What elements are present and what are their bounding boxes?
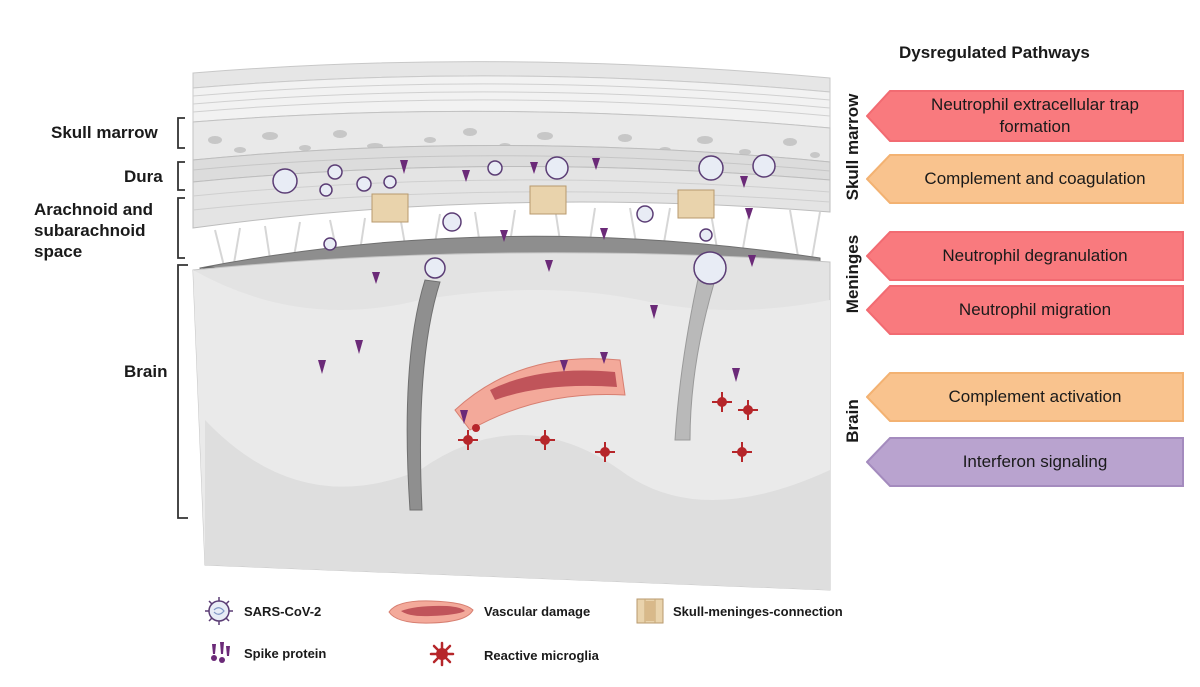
pathway-label-line-1: Neutrophil extracellular trap xyxy=(931,95,1139,114)
pathway-label: Neutrophil degranulation xyxy=(942,246,1128,265)
sars-cov-2-icon xyxy=(205,597,233,625)
pathway-arrow-shape xyxy=(866,372,1184,422)
pathway-arrow-shape xyxy=(866,90,1184,142)
arachnoid-line-1: Arachnoid and xyxy=(34,200,154,219)
pathway-arrow-shape xyxy=(866,231,1184,281)
arachnoid-line-3: space xyxy=(34,242,83,261)
legend-spike-protein: Spike protein xyxy=(244,646,327,661)
pathway-label: Complement activation xyxy=(948,387,1122,406)
skull-meninges-connection-icon xyxy=(636,598,664,624)
pathway-label: Neutrophil migration xyxy=(958,300,1112,319)
pathway-complement-coagulation: Complement and coagulation xyxy=(866,154,1184,204)
pathway-neutrophil-migration: Neutrophil migration xyxy=(866,285,1184,335)
layer-label-arachnoid: Arachnoid and subarachnoid space xyxy=(34,199,153,262)
layer-label-brain: Brain xyxy=(124,362,168,381)
group-label-brain: Brain xyxy=(843,399,862,443)
pathway-net-formation: Neutrophil extracellular trap formation xyxy=(866,90,1184,142)
pathway-complement-activation: Complement activation xyxy=(866,372,1184,422)
pathway-label-line-2: formation xyxy=(999,117,1071,136)
layer-label-dura: Dura xyxy=(124,167,163,186)
group-label-skull-marrow: Skull marrow xyxy=(843,93,862,201)
layer-brackets xyxy=(177,117,188,519)
legend-skull-meninges-connection: Skull-meninges-connection xyxy=(673,604,843,619)
pathway-label: Interferon signaling xyxy=(962,452,1108,471)
reactive-microglia-icon xyxy=(429,641,455,667)
pathways-heading: Dysregulated Pathways xyxy=(899,43,1090,62)
pathway-interferon-signaling: Interferon signaling xyxy=(866,437,1184,487)
spike-protein-icon xyxy=(211,642,230,663)
layer-label-skull-marrow: Skull marrow xyxy=(51,123,158,142)
group-label-meninges: Meninges xyxy=(843,234,862,314)
pathway-label: Neutrophil extracellular trap formation xyxy=(903,94,1147,138)
legend-reactive-microglia: Reactive microglia xyxy=(484,648,599,663)
legend-sars-cov-2: SARS-CoV-2 xyxy=(244,604,322,619)
legend-vascular-damage: Vascular damage xyxy=(484,604,591,619)
pathway-arrow-shape xyxy=(866,285,1184,335)
vascular-damage-icon xyxy=(388,600,474,624)
pathway-arrow-shape xyxy=(866,437,1184,487)
pathway-arrow-shape xyxy=(866,154,1184,204)
arachnoid-line-2: subarachnoid xyxy=(34,221,146,240)
pathway-label: Complement and coagulation xyxy=(924,169,1146,188)
pathway-neutrophil-degranulation: Neutrophil degranulation xyxy=(866,231,1184,281)
